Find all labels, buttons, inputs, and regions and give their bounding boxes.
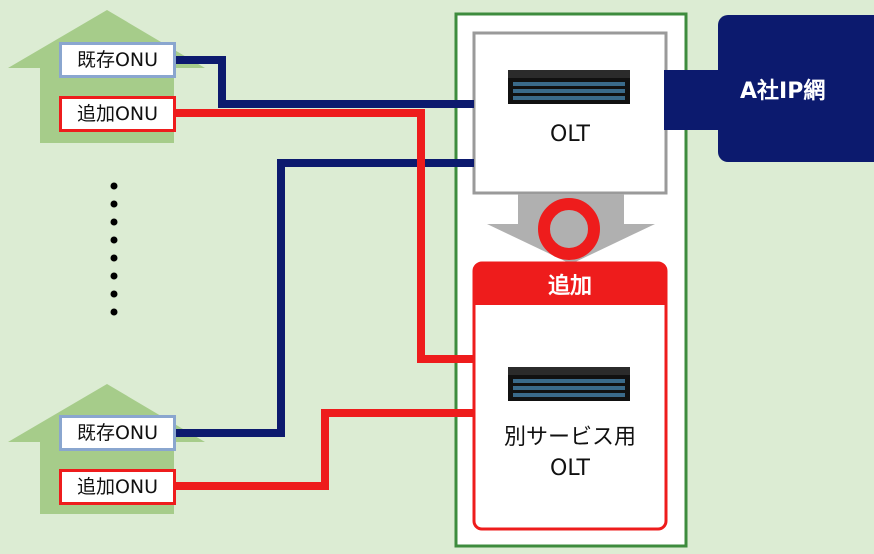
existing-onu-label: 既存ONU <box>59 415 176 451</box>
ellipsis-dots-icon <box>110 182 118 316</box>
existing-line-house2 <box>174 159 474 437</box>
olt-network-link <box>664 70 724 130</box>
olt-server-icon <box>508 70 630 104</box>
added-onu-label: 追加ONU <box>59 469 176 505</box>
olt-server-icon <box>508 367 630 401</box>
existing-olt-box <box>472 31 668 195</box>
network-label: A社IP網 <box>740 78 826 104</box>
down-arrow-icon <box>487 194 655 264</box>
added-line-house1 <box>174 109 474 363</box>
added-olt-label-line1: 別サービス用 <box>503 425 636 450</box>
network-box: A社IP網 <box>718 15 874 162</box>
added-line-house2 <box>174 409 474 490</box>
circle-ok-icon <box>538 198 600 260</box>
added-tag: 追加 <box>474 263 666 305</box>
added-olt-label-line2: OLT <box>550 456 590 481</box>
existing-olt-label: OLT <box>550 122 590 147</box>
existing-line-house1 <box>174 56 474 108</box>
added-onu-label: 追加ONU <box>59 96 176 132</box>
existing-onu-label: 既存ONU <box>59 42 176 78</box>
